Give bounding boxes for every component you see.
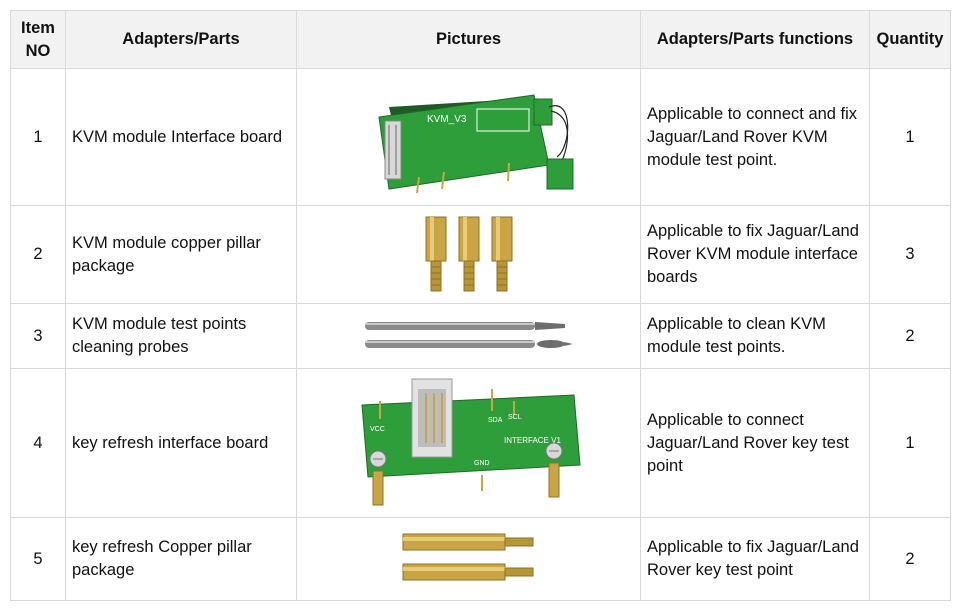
part-name: key refresh interface board <box>65 368 297 518</box>
header-adapters-parts: Adapters/Parts <box>65 10 297 69</box>
pin-label-gnd: GND <box>474 460 490 467</box>
table-row: 2 KVM module copper pillar package <box>10 205 951 304</box>
part-function: Applicable to fix Jaguar/Land Rover KVM … <box>640 205 870 304</box>
part-name: KVM module copper pillar package <box>65 205 297 304</box>
table-row: 4 key refresh interface board <box>10 368 951 518</box>
table-row: 1 KVM module Interface board KVM_V3 <box>10 68 951 206</box>
part-function: Applicable to clean KVM module test poin… <box>640 303 870 369</box>
part-picture <box>296 517 641 601</box>
header-functions: Adapters/Parts functions <box>640 10 870 69</box>
copper-pillars-image <box>425 216 512 291</box>
part-function: Applicable to fix Jaguar/Land Rover key … <box>640 517 870 601</box>
item-number: 2 <box>10 205 66 304</box>
item-number: 3 <box>10 303 66 369</box>
pin-label-scl: SCL <box>508 414 522 421</box>
part-picture <box>296 205 641 304</box>
board-label: INTERFACE V1 <box>504 436 561 445</box>
kvm-interface-board-image: KVM_V3 <box>377 94 573 194</box>
item-number: 4 <box>10 368 66 518</box>
item-number: 1 <box>10 68 66 206</box>
part-quantity: 1 <box>869 68 951 206</box>
part-name: KVM module Interface board <box>65 68 297 206</box>
part-picture: KVM_V3 <box>296 68 641 206</box>
part-quantity: 3 <box>869 205 951 304</box>
part-picture: VCC SDA SCL GND INTERFACE V1 <box>296 368 641 518</box>
part-picture <box>296 303 641 369</box>
part-function: Applicable to connect and fix Jaguar/Lan… <box>640 68 870 206</box>
long-copper-pillars-image <box>402 533 533 581</box>
item-number: 5 <box>10 517 66 601</box>
part-quantity: 2 <box>869 517 951 601</box>
parts-table: Item NO Adapters/Parts Pictures Adapters… <box>10 10 951 601</box>
header-item-no: Item NO <box>10 10 66 69</box>
part-quantity: 2 <box>869 303 951 369</box>
part-name: KVM module test points cleaning probes <box>65 303 297 369</box>
header-pictures: Pictures <box>296 10 641 69</box>
pin-label-vcc: VCC <box>370 426 385 433</box>
part-function: Applicable to connect Jaguar/Land Rover … <box>640 368 870 518</box>
part-name: key refresh Copper pillar package <box>65 517 297 601</box>
pin-label-sda: SDA <box>488 417 503 424</box>
board-label: KVM_V3 <box>427 114 467 125</box>
cleaning-probes-image <box>364 322 573 348</box>
table-header-row: Item NO Adapters/Parts Pictures Adapters… <box>10 10 951 69</box>
key-refresh-board-image: VCC SDA SCL GND INTERFACE V1 <box>360 378 581 506</box>
table-row: 3 KVM module test points cleaning probes… <box>10 303 951 369</box>
header-quantity: Quantity <box>869 10 951 69</box>
table-row: 5 key refresh Copper pillar package Appl… <box>10 517 951 601</box>
part-quantity: 1 <box>869 368 951 518</box>
